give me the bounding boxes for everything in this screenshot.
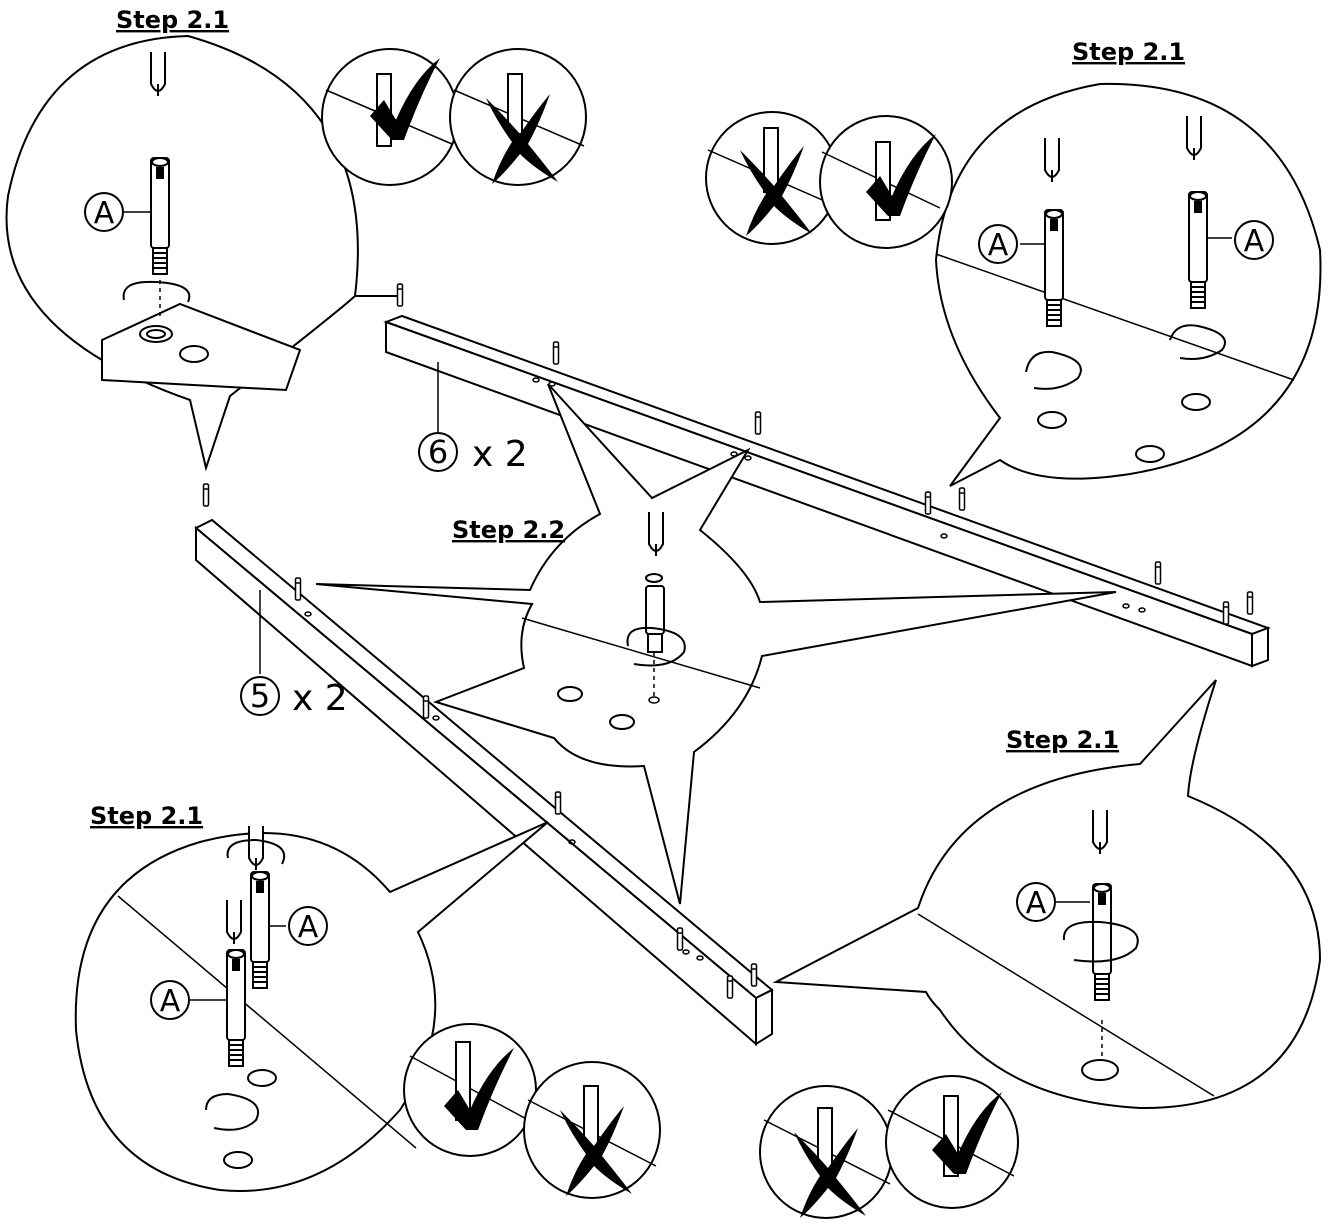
callout-center: [315, 383, 1117, 905]
step-label-top-right: Step 2.1: [1072, 38, 1185, 66]
callout-top-right: A A: [934, 82, 1322, 487]
step-label-bottom-left: Step 2.1: [90, 802, 203, 830]
part-label-long-rail: 6 x 2: [418, 362, 528, 475]
part-a-label: A: [988, 228, 1009, 263]
correct-example-bottom-right: [885, 1075, 1019, 1209]
incorrect-example-bottom-right: [759, 1085, 893, 1219]
callout-bottom-left: A A: [74, 821, 549, 1192]
part-a-label: A: [94, 196, 115, 231]
correct-example-bottom-left: [403, 1023, 537, 1157]
part-a-label: A: [160, 984, 181, 1019]
callout-bottom-right: A: [772, 679, 1322, 1110]
incorrect-example-top-left: [449, 48, 587, 186]
part-a-label: A: [1026, 886, 1047, 921]
long-rail: [383, 314, 1271, 668]
incorrect-example-bottom-left: [523, 1061, 661, 1199]
rail-holes: [304, 377, 1146, 961]
quantity-short-rail: x 2: [292, 678, 348, 719]
step-label-center: Step 2.2: [452, 516, 565, 544]
quantity-long-rail: x 2: [472, 434, 528, 475]
short-rail: [194, 518, 774, 1047]
part-number-5: 5: [250, 677, 270, 715]
correct-example-top-left: [321, 48, 459, 186]
incorrect-example-top-right: [705, 111, 839, 245]
part-a-label: A: [298, 910, 319, 945]
part-number-6: 6: [428, 433, 448, 471]
step-label-top-left: Step 2.1: [116, 6, 229, 34]
callout-top-left: A: [5, 34, 398, 472]
part-a-label: A: [1244, 224, 1265, 259]
step-label-bottom-right: Step 2.1: [1006, 726, 1119, 754]
part-label-short-rail: 5 x 2: [240, 590, 348, 719]
correct-example-top-right: [819, 115, 953, 249]
